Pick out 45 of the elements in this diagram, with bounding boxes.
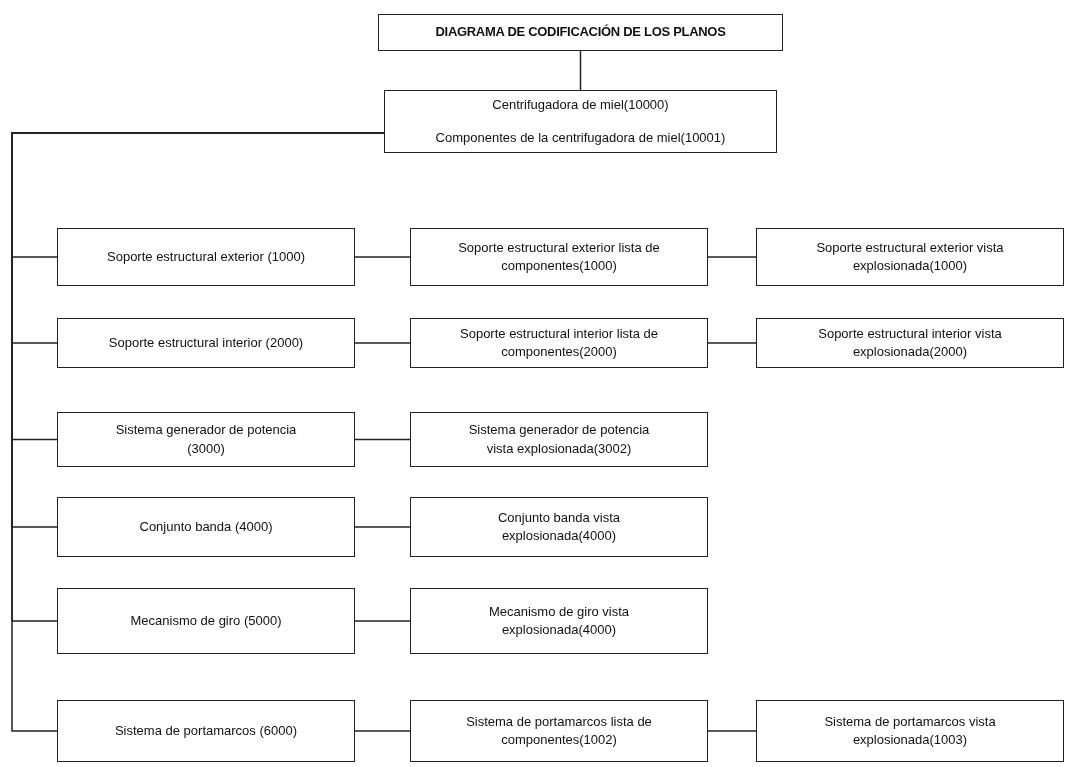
node-label: Centrifugadora de miel(10000)	[492, 96, 669, 115]
drawing-box	[410, 700, 708, 762]
node-label: Conjunto banda vista explosionada(4000)	[496, 508, 622, 545]
node-label: Conjunto banda (4000)	[139, 517, 273, 536]
drawing-box	[57, 497, 355, 557]
node-label: Soporte estructural interior vista explosionada(2000)	[817, 324, 1003, 361]
heading-text: DIAGRAMA DE CODIFICACIÓN DE LOS PLANOS	[435, 23, 726, 42]
node-label: Sistema generador de potencia (3000)	[114, 421, 298, 458]
node-label: Sistema de portamarcos lista de componentes(1002)	[465, 712, 653, 749]
drawing-box	[384, 90, 777, 153]
node-label: Mecanismo de giro vista explosionada(4000)	[487, 602, 631, 639]
node-label: Soporte estructural interior (2000)	[108, 333, 304, 352]
node-label: Componentes de la centrifugadora de miel(10001)	[435, 128, 726, 147]
drawing-box	[57, 412, 355, 467]
drawing-box	[57, 318, 355, 368]
node-label: Soporte estructural exterior (1000)	[107, 247, 305, 266]
connector-line	[354, 620, 411, 622]
connector-line	[354, 526, 411, 528]
drawing-box	[410, 412, 708, 467]
drawing-box	[756, 700, 1064, 762]
node-label: Soporte estructural interior lista de componentes(2000)	[459, 324, 659, 361]
connector-line	[354, 256, 411, 258]
node-label: Sistema generador de potencia vista explosionada(3002)	[467, 421, 651, 458]
connector-line	[707, 256, 757, 258]
connector-line	[707, 730, 757, 732]
node-label: Soporte estructural exterior lista de componentes(1000)	[457, 238, 661, 275]
drawing-box	[57, 228, 355, 286]
drawing-box	[410, 318, 708, 368]
connector-line	[579, 50, 582, 91]
drawing-box	[410, 497, 708, 557]
node-label: Soporte estructural exterior vista explosionada(1000)	[815, 238, 1005, 275]
connector-line	[354, 438, 411, 441]
drawing-box	[57, 700, 355, 762]
drawing-box	[57, 588, 355, 654]
connector-line	[354, 342, 411, 344]
connector-line	[707, 342, 757, 344]
drawing-box	[410, 228, 708, 286]
connector-line	[354, 730, 411, 732]
drawing-box	[756, 228, 1064, 286]
node-label: Sistema de portamarcos (6000)	[114, 721, 298, 740]
node-label: Mecanismo de giro (5000)	[130, 611, 282, 630]
drawing-box	[756, 318, 1064, 368]
node-label: Sistema de portamarcos vista explosionada(1003)	[823, 712, 997, 749]
heading-box	[378, 14, 783, 51]
drawing-box	[410, 588, 708, 654]
